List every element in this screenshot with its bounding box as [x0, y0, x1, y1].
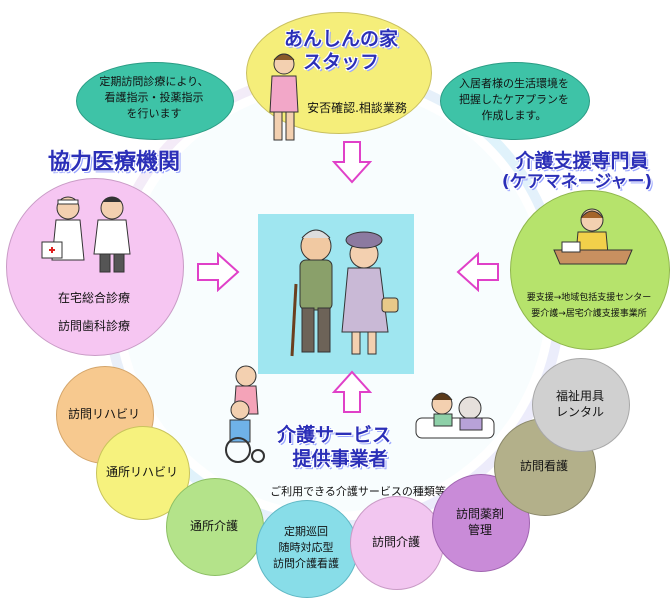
staff-duty: 安否確認.相談業務 — [307, 101, 407, 115]
care-manager-desk-illustration — [553, 208, 633, 265]
service-home-care-label: 訪問介護 — [371, 535, 420, 549]
care-manager-route-1: 要支援→地域包括支援センター — [526, 293, 652, 303]
medical-title: 協力医療機関 — [47, 150, 180, 175]
medical-node — [6, 178, 184, 356]
care-manager-route-2: 要介護→居宅介護支援事業所 — [531, 309, 647, 319]
medical-note-line3: を行います — [126, 107, 182, 120]
bedside-care-illustration — [415, 392, 495, 439]
staff-figure-illustration — [269, 53, 299, 141]
providers-title-line1: 介護サービス — [276, 424, 391, 446]
elderly-couple-illustration — [290, 229, 399, 357]
service-pharmacy-line1: 訪問薬剤 — [455, 507, 504, 521]
medical-service-1: 在宅総合診療 — [57, 291, 130, 305]
care-manager-note-line2: 把握したケアプランを — [459, 93, 569, 106]
service-periodic-visit-line2: 随時対応型 — [278, 541, 334, 554]
providers-subtitle: ご利用できる介護サービスの種類等 — [270, 485, 446, 498]
medical-note-line1: 定期訪問診療により、 — [99, 75, 209, 88]
care-manager-title-line1: 介護支援専門員 — [515, 150, 649, 172]
medical-note-line2: 看護指示・投薬指示 — [104, 91, 204, 104]
medical-service-2: 訪問歯科診療 — [57, 319, 130, 333]
wheelchair-caregiver-illustration — [225, 365, 265, 463]
service-day-care-label: 通所介護 — [189, 519, 238, 533]
care-manager-note-line3: 作成します。 — [481, 109, 547, 122]
service-node-home-care — [350, 496, 444, 590]
service-node-periodic-visit — [256, 500, 358, 598]
service-periodic-visit-line1: 定期巡回 — [284, 525, 328, 538]
care-manager-note-line1: 入居者様の生活環境を — [459, 77, 569, 90]
care-manager-title-line2: (ケアマネージャー) — [501, 172, 653, 192]
staff-title-line2: スタッフ — [302, 51, 379, 73]
service-pharmacy-line2: 管理 — [467, 523, 492, 537]
service-node-welfare-rental — [532, 358, 630, 452]
arrow-from-staff — [332, 141, 372, 184]
staff-title-line1: あんしんの家 — [283, 28, 398, 50]
service-welfare-rental-line1: 福祉用具 — [555, 389, 604, 403]
arrow-from-providers — [332, 370, 372, 413]
providers-title-line2: 提供事業者 — [292, 448, 388, 470]
doctor-nurse-illustration — [41, 196, 131, 273]
arrow-from-care-manager — [456, 252, 499, 292]
care-manager-note-bubble — [440, 62, 590, 140]
service-visit-rehab-label: 訪問リハビリ — [67, 407, 140, 421]
center-panel — [258, 214, 414, 374]
medical-note-bubble — [76, 62, 234, 140]
arrow-from-medical — [197, 252, 240, 292]
service-periodic-visit-line3: 訪問介護看護 — [273, 557, 339, 570]
service-nursing-label: 訪問看護 — [519, 459, 568, 473]
service-day-rehab-label: 通所リハビリ — [105, 465, 178, 479]
service-welfare-rental-line2: レンタル — [555, 405, 604, 419]
